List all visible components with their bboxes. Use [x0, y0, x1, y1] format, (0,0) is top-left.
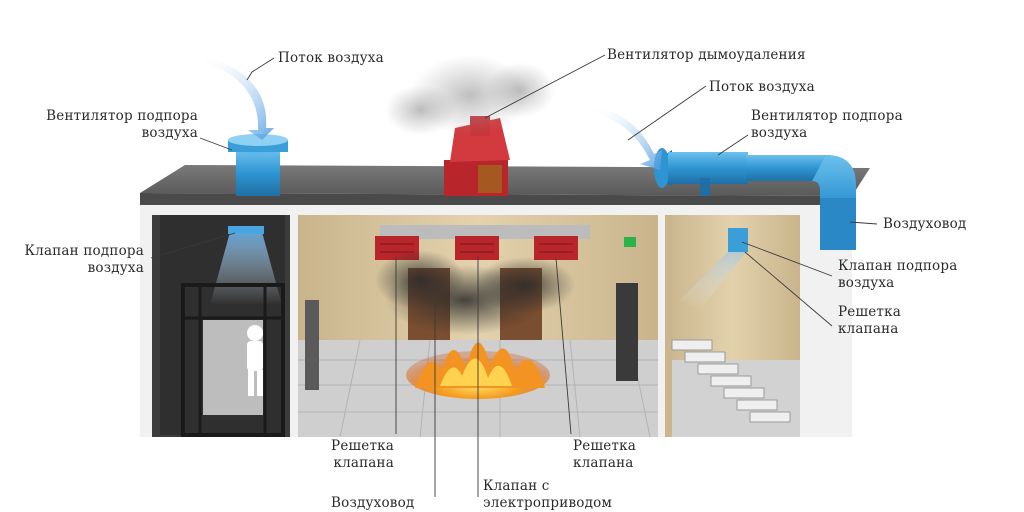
label-supply-fan-right-line2: воздуха: [751, 125, 808, 141]
label-supply-fan-left-line2: воздуха: [141, 125, 198, 141]
exhaust-smoke: [385, 55, 555, 135]
airflow-arrow-right: [590, 106, 662, 170]
airflow-arrow-left: [200, 54, 274, 140]
central-room: [298, 225, 658, 438]
label-valve-grille-right-line2: клапана: [838, 321, 899, 337]
label-supply-valve-left: Клапан подпора воздуха: [25, 243, 144, 277]
label-airflow-left: Поток воздуха: [278, 50, 384, 66]
label-valve-grille-bottom-left: Решетка клапана: [331, 438, 394, 472]
elevator-figure: [247, 325, 263, 396]
stairs: [671, 339, 791, 423]
room-smoke: [375, 250, 575, 335]
label-airflow-right: Поток воздуха: [709, 79, 815, 95]
label-valve-grille-right-line1: Решетка: [838, 304, 901, 320]
supply-fan-left: [228, 134, 288, 196]
label-supply-fan-right: Вентилятор подпора воздуха: [751, 108, 903, 142]
label-valve-grille-bottom-right: Решетка клапана: [573, 438, 636, 472]
stairwell: [671, 228, 800, 437]
elevator-shaft: [160, 215, 285, 437]
label-supply-valve-right-line2: воздуха: [838, 275, 895, 291]
label-duct-bottom: Воздуховод: [331, 495, 415, 511]
label-motorized-valve-line1: Клапан с: [483, 478, 550, 494]
label-smoke-fan: Вентилятор дымоудаления: [607, 47, 806, 63]
label-supply-valve-left-line2: воздуха: [87, 260, 144, 276]
label-supply-fan-left-line1: Вентилятор подпора: [46, 108, 198, 124]
ceiling-ducts: [380, 225, 590, 239]
label-valve-grille-bottom-right-line1: Решетка: [573, 438, 636, 454]
label-supply-valve-right-line1: Клапан подпора: [838, 258, 958, 274]
smoke-grilles: [375, 236, 578, 260]
label-supply-fan-left: Вентилятор подпора воздуха: [46, 108, 198, 142]
air-duct-right: [746, 155, 856, 250]
label-supply-valve-right: Клапан подпора воздуха: [838, 258, 957, 292]
label-motorized-valve-line2: электроприводом: [483, 495, 613, 511]
label-valve-grille-bottom-right-line2: клапана: [573, 455, 634, 471]
label-valve-grille-bottom-left-line1: Решетка: [331, 438, 394, 454]
label-duct-right: Воздуховод: [883, 216, 967, 232]
label-valve-grille-bottom-left-line2: клапана: [333, 455, 394, 471]
label-valve-grille-right: Решетка клапана: [838, 304, 901, 338]
label-motorized-valve: Клапан с электроприводом: [483, 478, 612, 512]
label-supply-fan-right-line1: Вентилятор подпора: [751, 108, 903, 124]
label-supply-valve-left-line1: Клапан подпора: [24, 243, 144, 259]
leader-lines: [150, 54, 878, 497]
